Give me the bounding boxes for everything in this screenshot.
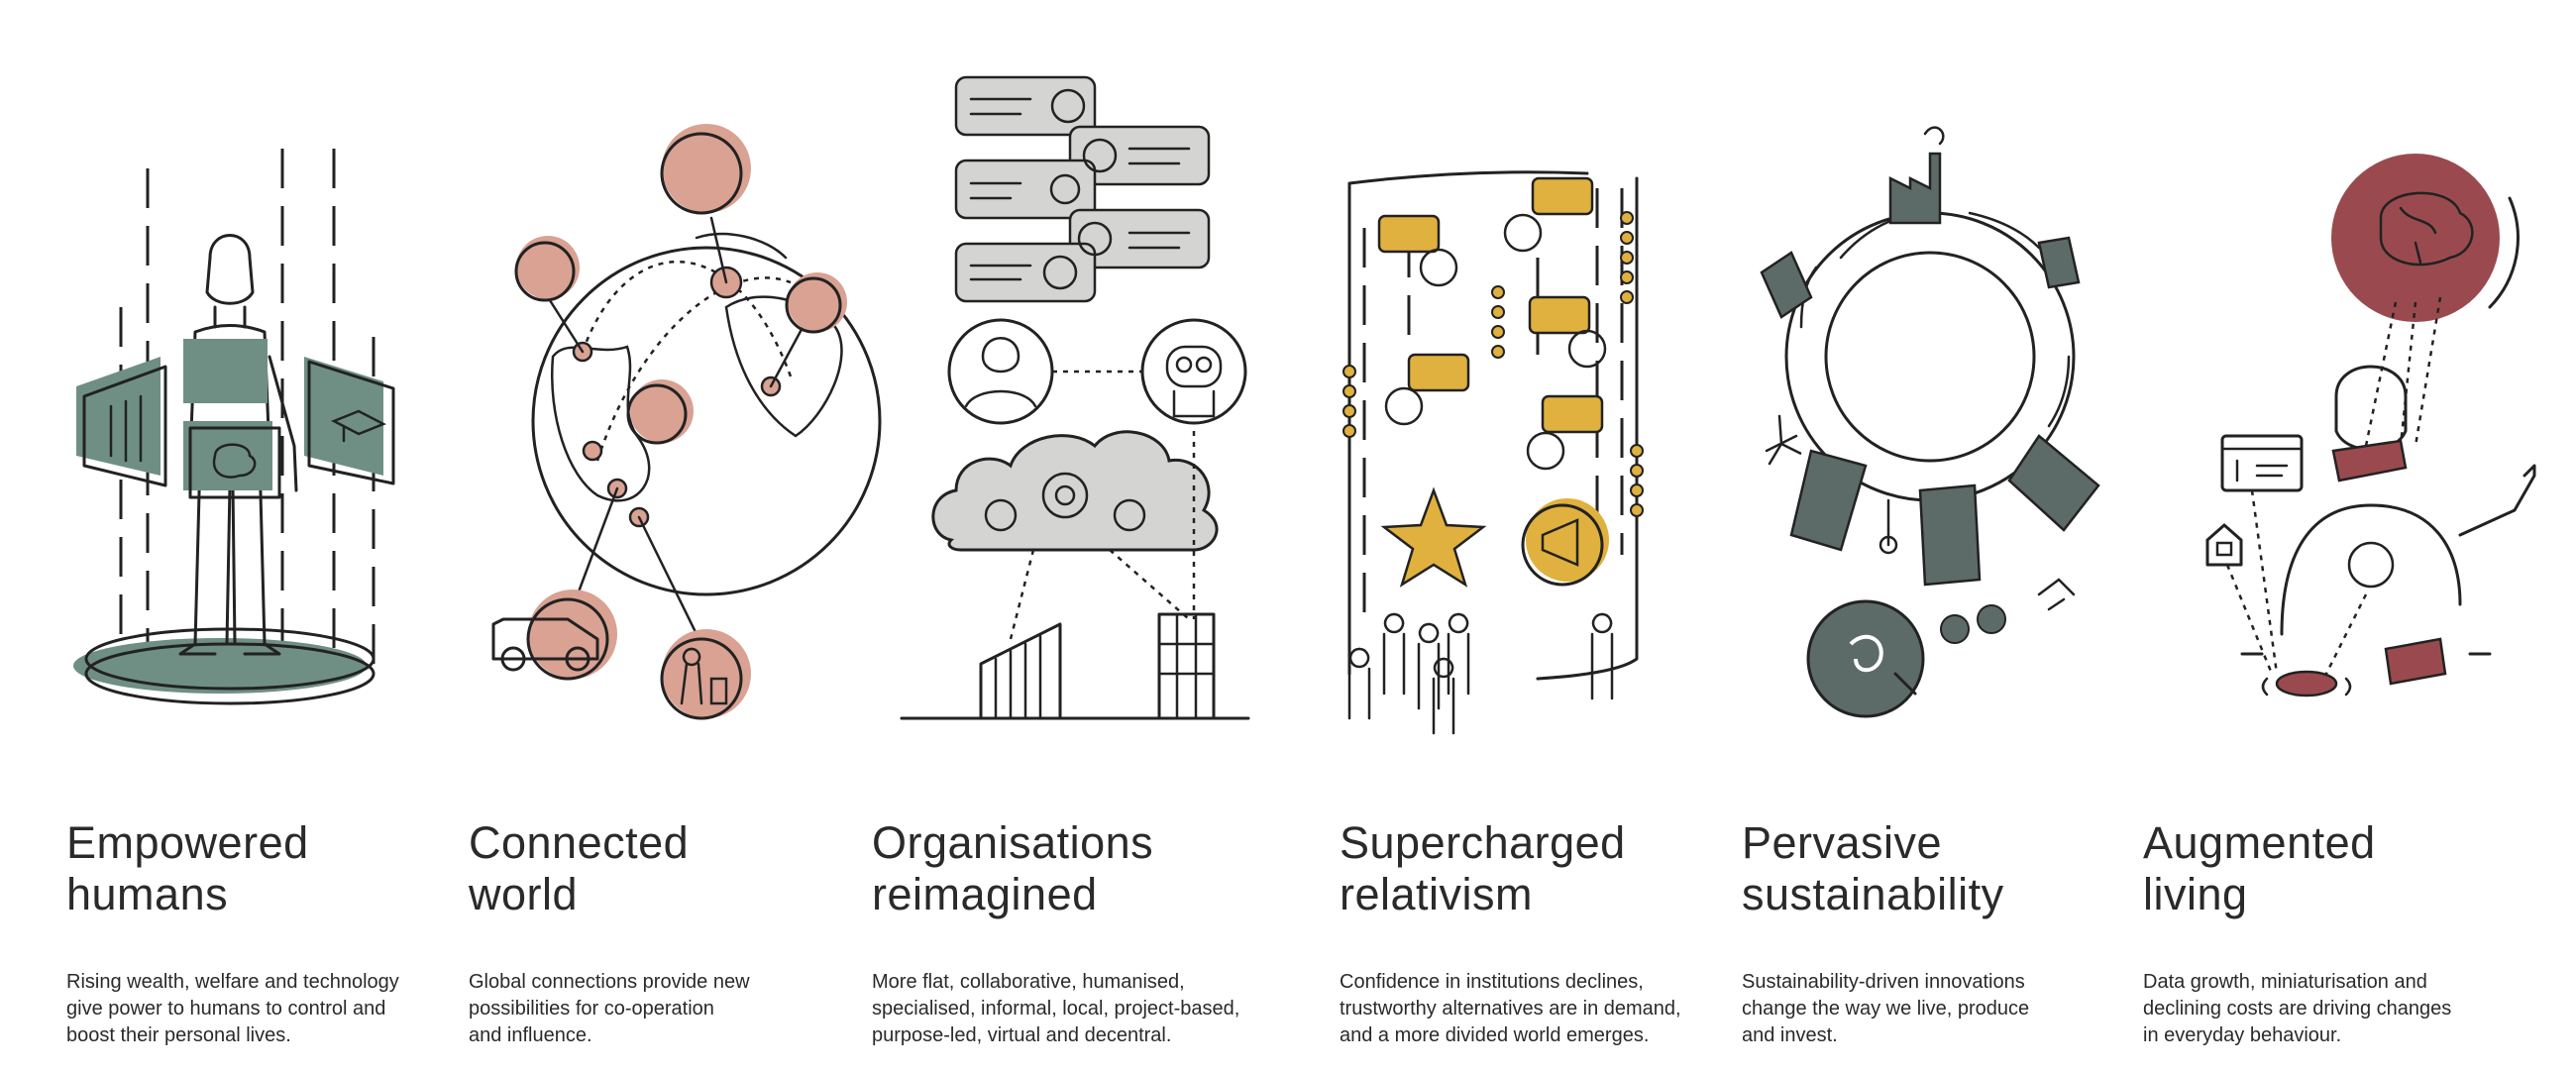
star-person-icon	[1380, 486, 1487, 588]
wind-turbine-icon	[1765, 414, 1802, 466]
crowd-icon	[1347, 612, 1614, 735]
trend-description: Confidence in institutions declines, tru…	[1340, 971, 1681, 1046]
trend-description: More flat, collaborative, humanised, spe…	[872, 971, 1240, 1046]
tablet-icon	[2384, 637, 2447, 686]
person-avatar-icon	[947, 318, 1054, 425]
factory-icon	[1888, 126, 1945, 225]
trend-title: Pervasive sustainability	[1742, 817, 2004, 919]
megaphone-person-icon	[514, 124, 847, 445]
blockchain-icon	[1342, 211, 1644, 517]
globe-icon	[531, 232, 882, 596]
calendar-icon	[2220, 434, 2304, 492]
cloud-gears-icon	[931, 430, 1219, 552]
brain-screen-icon	[183, 339, 281, 499]
traveller-icon	[660, 629, 751, 720]
trend-description: Global connections provide new possibili…	[469, 971, 750, 1046]
brain-icon	[2331, 154, 2520, 322]
platform-icon	[73, 627, 376, 705]
augmented-living-illustration	[2205, 154, 2536, 697]
solar-panel-icon	[1789, 434, 2100, 587]
trend-title: Supercharged relativism	[1340, 817, 1626, 919]
robot-avatar-icon	[1140, 318, 1247, 425]
megaphone-icon	[1521, 498, 1609, 587]
trend-description: Rising wealth, welfare and technology gi…	[66, 971, 399, 1046]
smart-home-lock-icon	[2205, 523, 2243, 567]
graduation-cap-screen-icon	[304, 357, 395, 485]
empowered-humans-illustration	[73, 149, 395, 705]
trend-title: Connected world	[469, 817, 690, 919]
chat-bubble-icon	[954, 75, 1211, 303]
organisations-reimagined-illustration	[900, 75, 1250, 720]
smart-speaker-icon	[2261, 670, 2352, 697]
speech-note-icon	[1377, 176, 1604, 434]
building-icon	[900, 612, 1250, 720]
connected-world-illustration	[491, 124, 882, 720]
unlocked-user-icon	[1384, 213, 1607, 471]
trend-description: Sustainability-driven innovations change…	[1742, 971, 2030, 1046]
trend-title: Empowered humans	[66, 817, 309, 919]
bean-icon	[1940, 604, 2006, 644]
car-icon	[491, 590, 617, 681]
trend-title: Organisations reimagined	[872, 817, 1154, 919]
vr-headset-person-icon	[2280, 365, 2536, 636]
supercharged-relativism-illustration	[1342, 170, 1644, 735]
woman-figure-icon	[178, 234, 298, 656]
truck-icon	[1760, 236, 2081, 319]
recycle-icon	[1806, 599, 1925, 718]
pervasive-sustainability-illustration	[1760, 126, 2100, 718]
equalizer-screen-icon	[76, 357, 167, 487]
trend-title: Augmented living	[2143, 817, 2376, 919]
trend-description: Data growth, miniaturisation and declini…	[2143, 971, 2452, 1046]
